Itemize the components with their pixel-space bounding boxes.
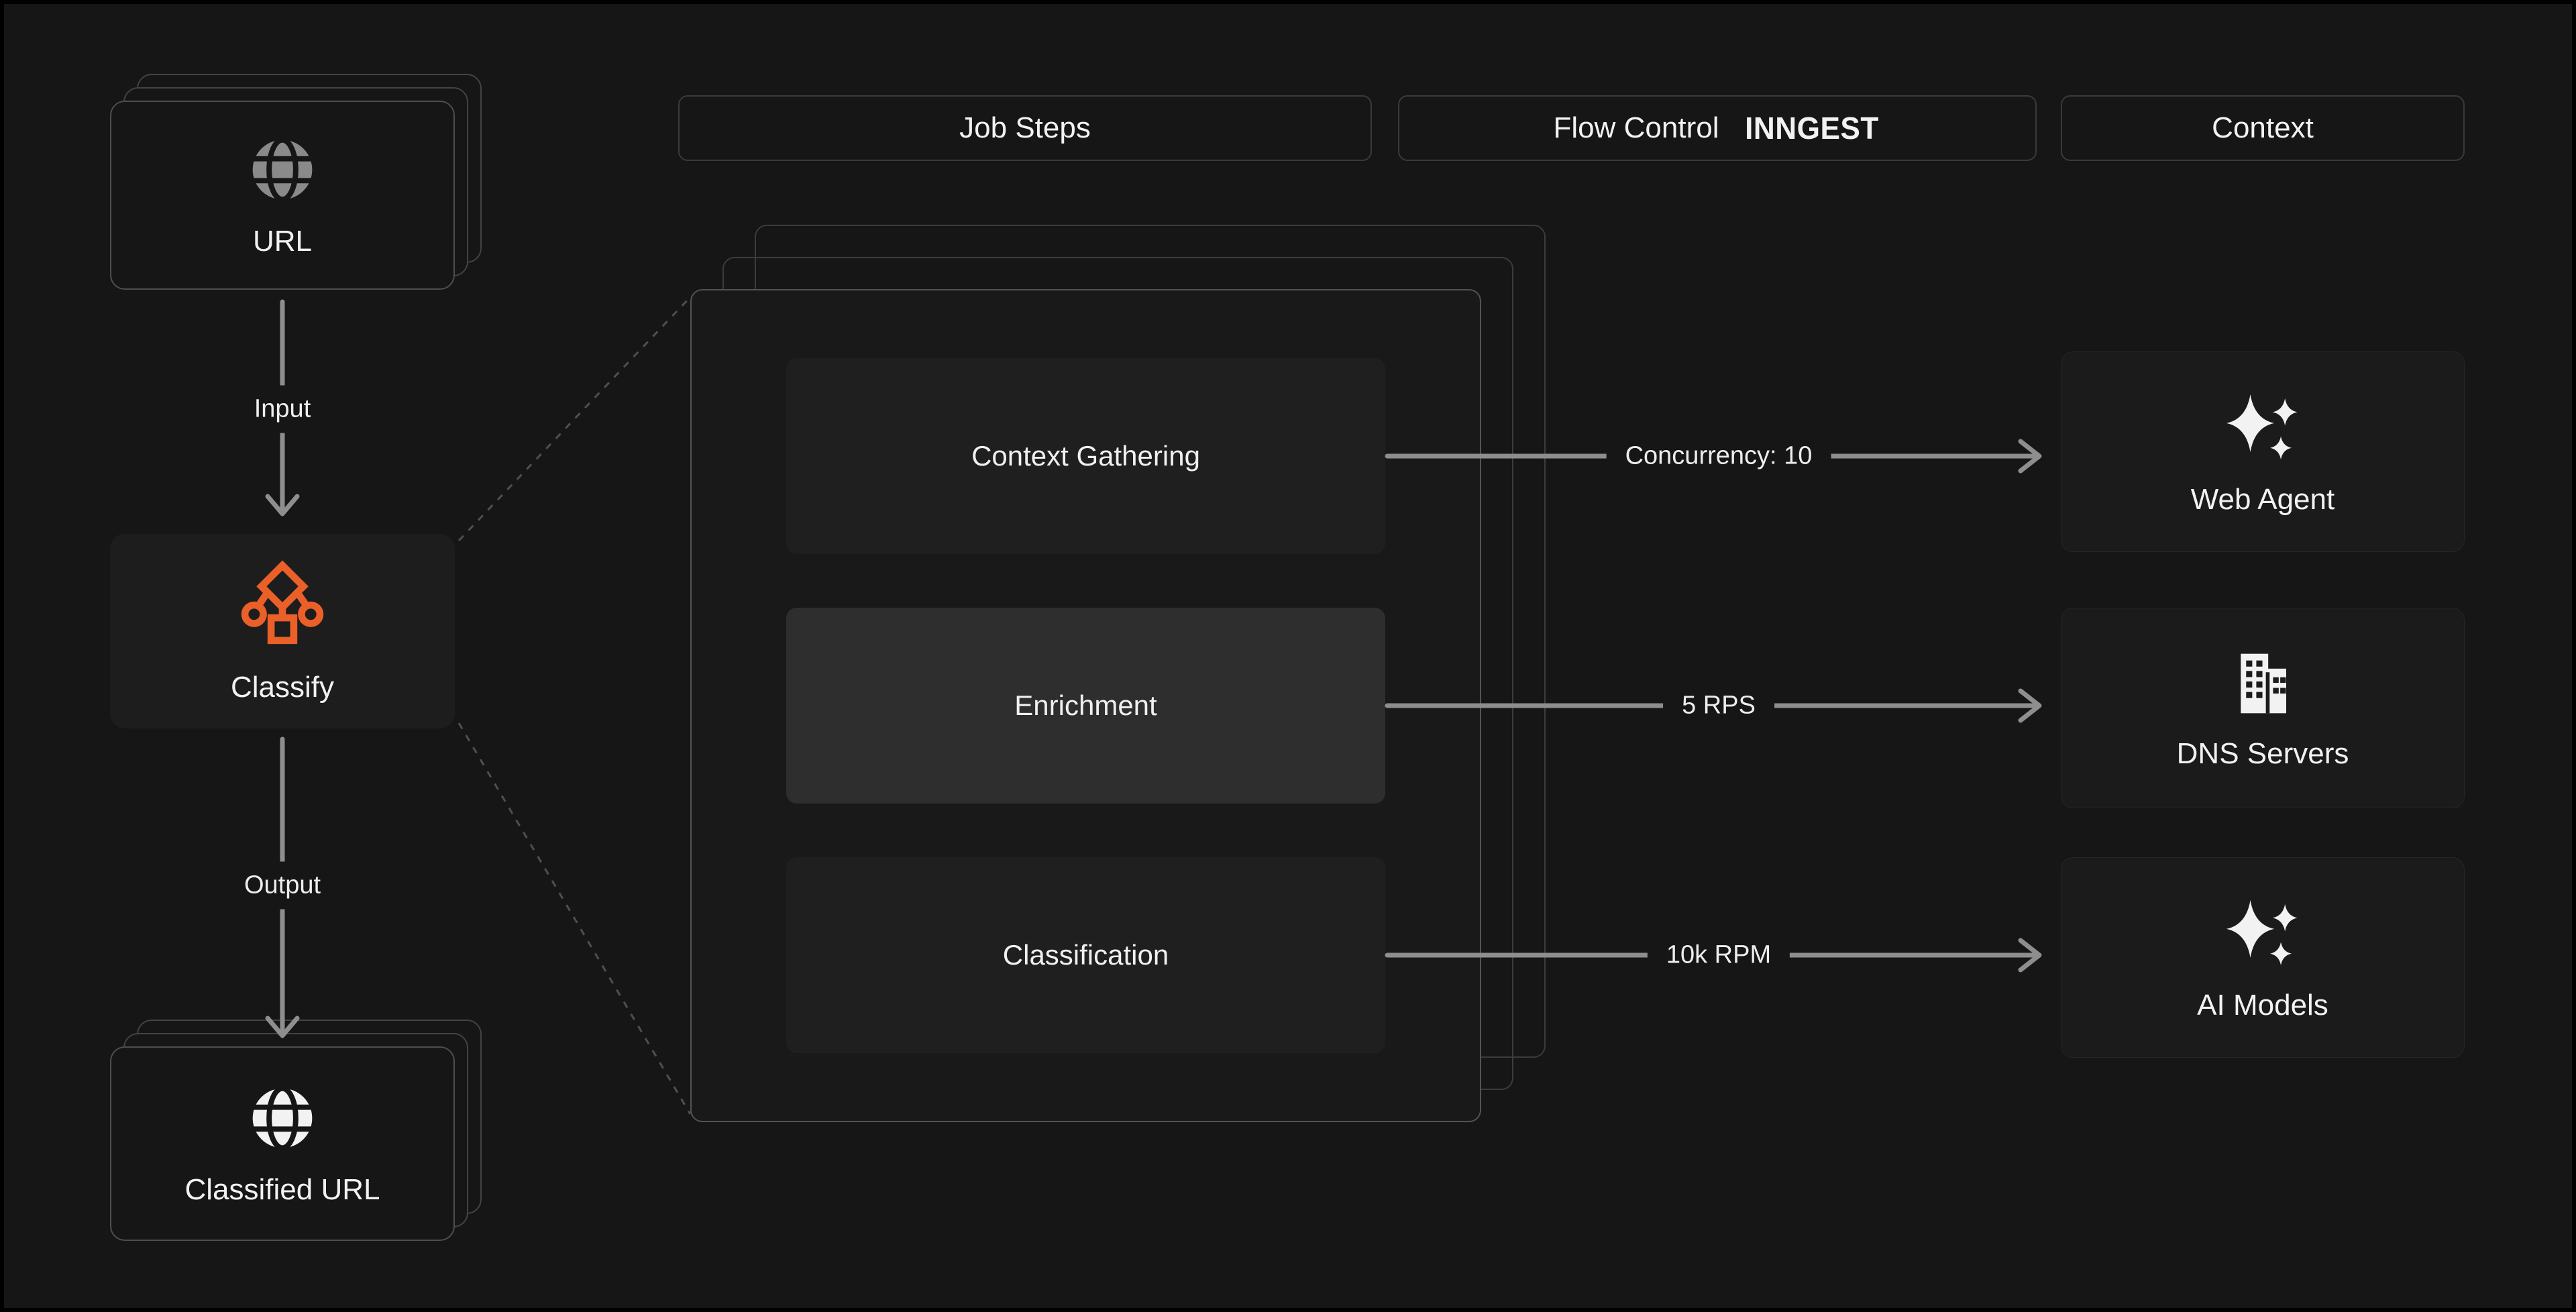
step-context-gathering: Context Gathering	[786, 358, 1385, 554]
globe-icon	[252, 1085, 313, 1151]
header-job-steps-label: Job Steps	[959, 111, 1091, 144]
step-label: Context Gathering	[971, 440, 1200, 472]
context-card-label: DNS Servers	[2176, 736, 2349, 770]
context-card-dns-servers: DNS Servers	[2061, 608, 2465, 808]
url-card: URL	[110, 101, 455, 290]
building-icon	[2241, 653, 2286, 713]
classified-url-card-label: Classified URL	[184, 1173, 380, 1206]
header-flow-control: Flow Control INNGEST	[1398, 95, 2037, 161]
classified-url-card: Classified URL	[110, 1046, 455, 1241]
url-card-label: URL	[252, 225, 313, 258]
input-arrow-label: Input	[239, 385, 326, 433]
globe-icon	[252, 137, 313, 203]
context-card-ai-models: AI Models	[2061, 857, 2465, 1058]
header-context: Context	[2061, 95, 2465, 161]
step-enrichment: Enrichment	[786, 608, 1385, 804]
step-label: Classification	[1002, 939, 1169, 971]
concurrency-label: Concurrency: 10	[1606, 435, 1831, 478]
output-arrow-label: Output	[229, 861, 336, 910]
step-classification: Classification	[786, 857, 1385, 1053]
decision-tree-icon	[241, 560, 324, 645]
classify-card: Classify	[110, 534, 455, 728]
rpm-label: 10k RPM	[1647, 934, 1790, 977]
classify-card-label: Classify	[230, 671, 335, 704]
header-flow-control-label: Flow Control	[1553, 111, 1719, 144]
context-card-label: AI Models	[2197, 988, 2328, 1022]
sparkles-icon	[2226, 394, 2298, 459]
context-card-web-agent: Web Agent	[2061, 351, 2465, 552]
zoom-dashed-lines	[458, 296, 692, 1115]
header-context-label: Context	[2212, 111, 2314, 144]
job-run-container: Context Gathering Enrichment Classificat…	[690, 289, 1481, 1122]
inngest-logo: INNGEST	[1744, 111, 1879, 146]
rps-label: 5 RPS	[1663, 684, 1774, 727]
sparkles-icon	[2226, 899, 2298, 965]
header-job-steps: Job Steps	[678, 95, 1372, 161]
step-label: Enrichment	[1014, 690, 1157, 721]
context-card-label: Web Agent	[2190, 482, 2335, 516]
